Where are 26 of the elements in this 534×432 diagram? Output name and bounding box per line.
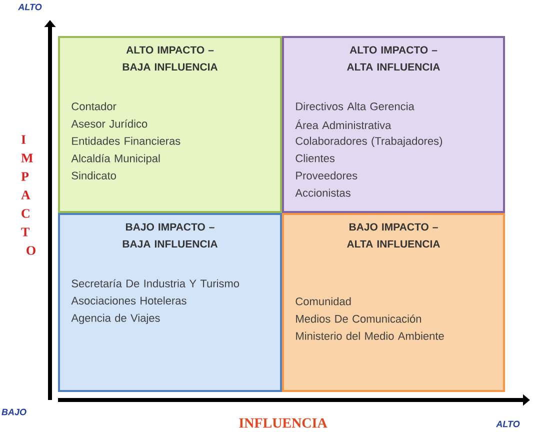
list-item: Contador: [72, 102, 116, 110]
list-item: Asociaciones Hoteleras: [71, 296, 186, 305]
list-item: Asesor Jurídico: [71, 120, 148, 128]
list-item: Sindicato: [72, 171, 116, 180]
axis-end-label: ALTO: [496, 420, 520, 428]
list-item: Agencia de Viajes: [71, 314, 160, 324]
quadrant-heading: BAJO IMPACTO – ALTA INFLUENCIA: [347, 223, 440, 248]
axis-end-label: BAJO: [2, 408, 26, 416]
quadrant-heading: ALTO IMPACTO – ALTA INFLUENCIA: [347, 46, 440, 71]
list-item: Proveedores: [296, 171, 358, 180]
list-item: Clientes: [296, 154, 335, 162]
list-item: Directivos Alta Gerencia: [296, 102, 414, 110]
list-item: Entidades Financieras: [72, 136, 180, 145]
axis-title: IMPACTO: [21, 135, 36, 255]
list-item: Medios De Comunicación: [296, 314, 421, 323]
quadrant-heading: ALTO IMPACTO – BAJA INFLUENCIA: [122, 46, 218, 71]
axis-end-label: ALTO: [18, 4, 42, 10]
list-item: Área Administrativa: [295, 120, 392, 130]
list-item: Alcaldía Municipal: [71, 154, 160, 164]
list-item: Comunidad: [296, 297, 351, 306]
list-item: Accionistas: [295, 188, 350, 197]
quadrant-heading: BAJO IMPACTO – BAJA INFLUENCIA: [122, 223, 218, 248]
list-item: Ministerio del Medio Ambiente: [296, 332, 444, 340]
axis-title: INFLUENCIA: [239, 418, 328, 428]
list-item: Secretaría De Industria Y Turismo: [72, 279, 240, 288]
list-item: Colaboradores (Trabajadores): [296, 136, 442, 148]
